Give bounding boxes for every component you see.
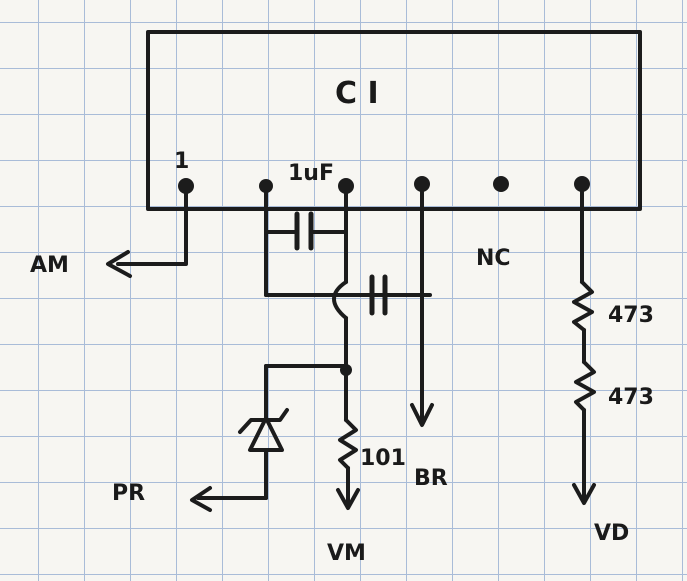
capacitor-2 <box>369 274 388 316</box>
r2-label: 473 <box>608 385 654 410</box>
resistor-chain <box>572 182 596 505</box>
capacitor-1uf <box>264 211 348 251</box>
am-label: AM <box>30 253 69 278</box>
cap1-label: 1uF <box>288 161 334 186</box>
pin1-label: 1 <box>174 149 189 174</box>
chip-pins <box>178 176 590 194</box>
pin3-wires <box>332 184 348 422</box>
chip-label: C I <box>335 76 379 111</box>
zener-branch <box>190 364 352 512</box>
chip-body <box>146 30 642 211</box>
pin-5 <box>493 176 509 192</box>
pin2-wires <box>264 184 432 297</box>
vm-label: VM <box>327 541 366 566</box>
nc-label: NC <box>476 246 511 271</box>
am-wire <box>106 184 188 278</box>
br-wire <box>410 182 434 427</box>
br-label: BR <box>414 466 448 491</box>
pr-label: PR <box>112 481 145 506</box>
resistor-101 <box>336 418 360 510</box>
r1-label: 473 <box>608 303 654 328</box>
r3-label: 101 <box>360 446 406 471</box>
vd-label: VD <box>594 521 629 546</box>
